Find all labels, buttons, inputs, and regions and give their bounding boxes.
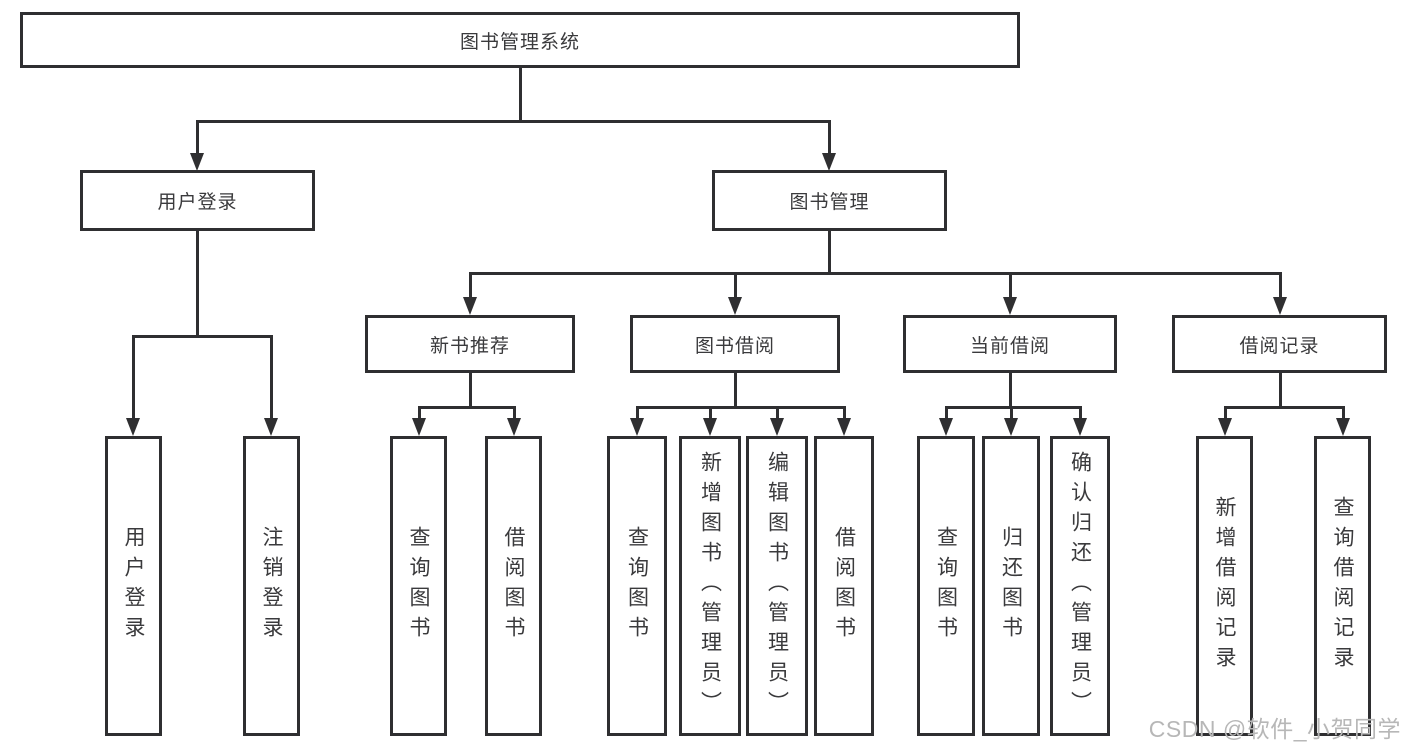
arrow-down-icon: [1336, 418, 1350, 436]
arrow-down-icon: [1004, 418, 1018, 436]
connector-hline: [417, 406, 516, 409]
watermark: CSDN @软件_小贺同学: [1148, 716, 1401, 742]
leaf-node-return-books: 归还图书: [982, 436, 1040, 736]
leaf-node-query-borrow-record: 查询借阅记录: [1314, 436, 1371, 736]
branch-node-label: 图书管理: [789, 192, 870, 213]
arrow-down-icon: [728, 297, 742, 315]
connector-vline: [131, 335, 135, 422]
arrow-down-icon: [1273, 297, 1287, 315]
leaf-node-query-books: 查询图书: [917, 436, 975, 736]
arrow-down-icon: [126, 418, 140, 436]
leaf-node-label: 用户登录: [122, 526, 145, 646]
connector-hline: [131, 335, 273, 338]
connector-vline: [195, 120, 199, 157]
leaf-node-logout: 注销登录: [243, 436, 300, 736]
arrow-down-icon: [412, 418, 426, 436]
connector-vline: [775, 406, 779, 422]
connector-vline: [1278, 272, 1282, 301]
connector-hline: [635, 406, 846, 409]
leaf-node-label: 新增借阅记录: [1213, 496, 1236, 676]
leaf-node-user-login: 用户登录: [105, 436, 162, 736]
arrow-down-icon: [822, 153, 836, 171]
connector-vline: [1341, 406, 1345, 422]
section-node-new-book-recommend: 新书推荐: [365, 315, 575, 373]
arrow-down-icon: [770, 418, 784, 436]
arrow-down-icon: [630, 418, 644, 436]
connector-hline: [468, 272, 1282, 275]
leaf-node-label: 查询借阅记录: [1331, 496, 1354, 676]
leaf-node-edit-books-admin: 编辑图书（管理员）: [746, 436, 808, 736]
section-node-book-borrow: 图书借阅: [630, 315, 840, 373]
connector-vline: [733, 272, 737, 301]
leaf-node-label: 编辑图书（管理员）: [765, 451, 789, 721]
leaf-node-query-books: 查询图书: [607, 436, 667, 736]
connector-vline: [827, 120, 831, 157]
section-node-label: 借阅记录: [1239, 335, 1320, 357]
leaf-node-label: 新增图书（管理员）: [698, 451, 722, 721]
arrow-down-icon: [1218, 418, 1232, 436]
leaf-node-add-borrow-record: 新增借阅记录: [1196, 436, 1253, 736]
branch-node-user-login: 用户登录: [80, 170, 315, 231]
arrow-down-icon: [1003, 297, 1017, 315]
branch-node-book-management: 图书管理: [712, 170, 947, 231]
arrow-down-icon: [463, 297, 477, 315]
arrow-down-icon: [507, 418, 521, 436]
connector-vline: [733, 373, 737, 409]
connector-vline: [195, 231, 199, 338]
connector-vline: [1009, 406, 1013, 422]
connector-vline: [635, 406, 639, 422]
leaf-node-label: 归还图书: [999, 526, 1023, 646]
leaf-node-query-books: 查询图书: [390, 436, 447, 736]
arrow-down-icon: [190, 153, 204, 171]
leaf-node-borrow-books: 借阅图书: [485, 436, 542, 736]
leaf-node-confirm-return-admin: 确认归还（管理员）: [1050, 436, 1110, 736]
leaf-node-label: 查询图书: [934, 526, 958, 646]
connector-vline: [518, 68, 522, 123]
connector-vline: [512, 406, 516, 422]
connector-vline: [468, 373, 472, 409]
leaf-node-label: 借阅图书: [502, 526, 525, 646]
connector-vline: [1278, 373, 1282, 409]
leaf-node-label: 查询图书: [407, 526, 430, 646]
arrow-down-icon: [939, 418, 953, 436]
leaf-node-label: 查询图书: [625, 526, 649, 646]
connector-hline: [1223, 406, 1345, 409]
connector-vline: [269, 335, 273, 422]
connector-vline: [944, 406, 948, 422]
leaf-node-add-books-admin: 新增图书（管理员）: [679, 436, 741, 736]
connector-vline: [417, 406, 421, 422]
connector-vline: [708, 406, 712, 422]
branch-node-label: 用户登录: [157, 192, 238, 213]
connector-vline: [1008, 373, 1012, 409]
connector-vline: [1223, 406, 1227, 422]
arrow-down-icon: [703, 418, 717, 436]
section-node-label: 新书推荐: [429, 335, 510, 357]
section-node-label: 图书借阅: [694, 335, 775, 357]
root-node-library-system: 图书管理系统: [20, 12, 1020, 68]
connector-hline: [944, 406, 1082, 409]
connector-vline: [468, 272, 472, 301]
connector-hline: [195, 120, 831, 123]
arrow-down-icon: [837, 418, 851, 436]
arrow-down-icon: [1073, 418, 1087, 436]
section-node-current-borrow: 当前借阅: [903, 315, 1117, 373]
leaf-node-label: 确认归还（管理员）: [1068, 451, 1092, 721]
connector-vline: [1008, 272, 1012, 301]
connector-vline: [827, 231, 831, 275]
section-node-borrow-records: 借阅记录: [1172, 315, 1387, 373]
connector-vline: [842, 406, 846, 422]
leaf-node-borrow-books: 借阅图书: [814, 436, 874, 736]
leaf-node-label: 借阅图书: [832, 526, 856, 646]
connector-vline: [1078, 406, 1082, 422]
leaf-node-label: 注销登录: [260, 526, 283, 646]
root-node-label: 图书管理系统: [459, 31, 580, 53]
section-node-label: 当前借阅: [969, 335, 1050, 357]
arrow-down-icon: [264, 418, 278, 436]
